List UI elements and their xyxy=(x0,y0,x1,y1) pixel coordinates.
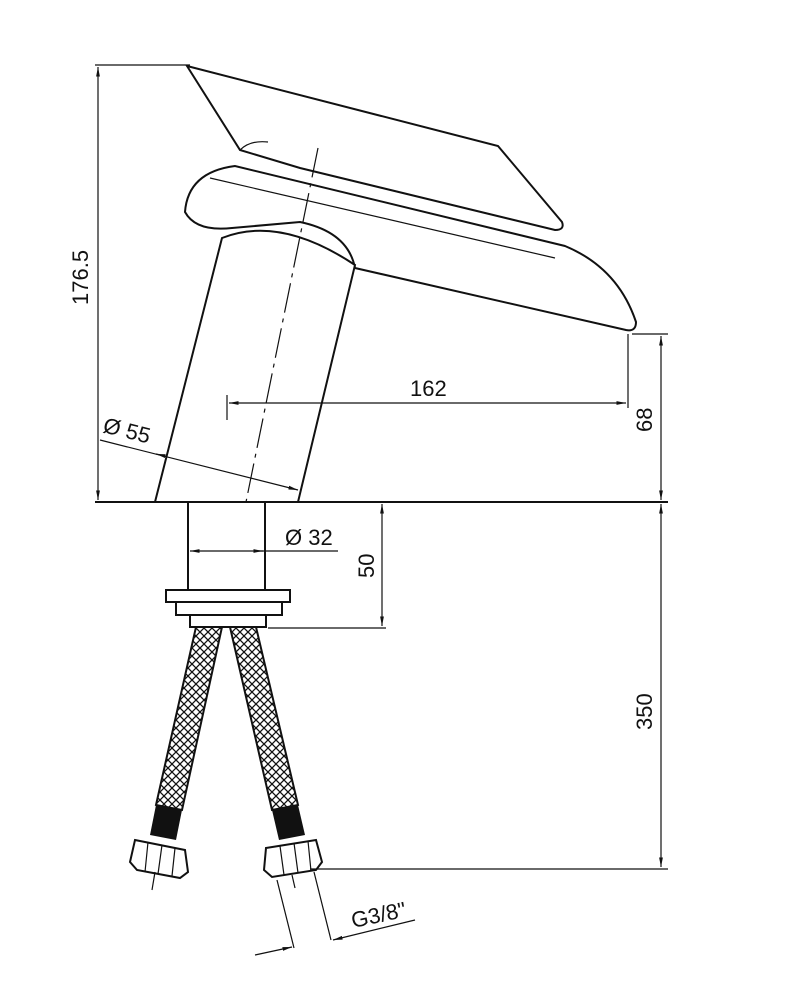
mounting-washer xyxy=(175,601,283,616)
lever-pivot xyxy=(239,141,269,151)
label-shank-diameter: Ø 32 xyxy=(285,525,333,550)
label-spout-reach: 162 xyxy=(410,376,447,401)
lever-handle xyxy=(184,64,564,232)
label-shank-length: 50 xyxy=(354,554,379,578)
mounting-nut xyxy=(165,589,291,603)
label-body-diameter: Ø 55 xyxy=(101,413,153,449)
center-line xyxy=(221,147,319,621)
shank xyxy=(187,501,266,591)
faucet-body xyxy=(153,229,357,503)
hose-nut-right xyxy=(262,838,324,879)
dim-body-diameter xyxy=(99,439,299,491)
hose-left-ferrule xyxy=(150,805,182,840)
hose-right xyxy=(228,626,300,812)
dim-thread xyxy=(254,946,293,956)
hose-left xyxy=(154,626,224,812)
label-hose-length: 350 xyxy=(632,693,657,730)
label-spout-height: 68 xyxy=(632,408,657,432)
spout xyxy=(183,164,638,332)
mounting-plate xyxy=(189,614,267,628)
label-total-height: 176.5 xyxy=(68,250,93,305)
hose-nut-left xyxy=(128,838,190,880)
spout-edge xyxy=(209,177,556,259)
label-thread: G3/8" xyxy=(349,897,409,933)
hose-right-ferrule xyxy=(272,805,305,840)
